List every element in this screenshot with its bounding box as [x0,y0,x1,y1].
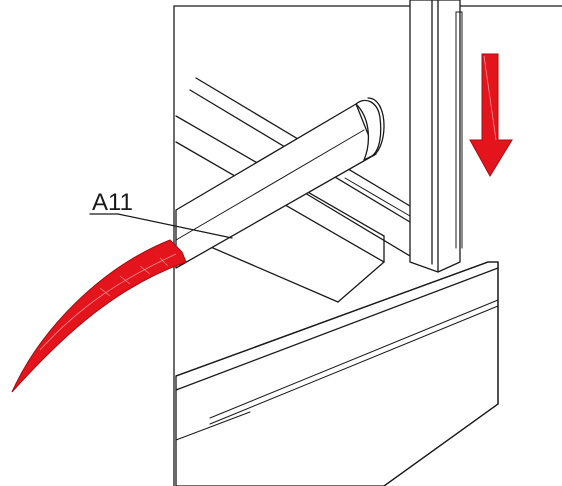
callout-label: A11 [92,189,133,216]
callout-a11: A11 [89,189,233,239]
callout-leader-line [117,213,233,239]
red-down-arrow-icon [469,53,513,177]
rod-part-a11 [175,97,385,269]
upright-post [409,0,463,273]
base-box [175,261,499,486]
red-curved-arrow-icon [11,239,187,393]
